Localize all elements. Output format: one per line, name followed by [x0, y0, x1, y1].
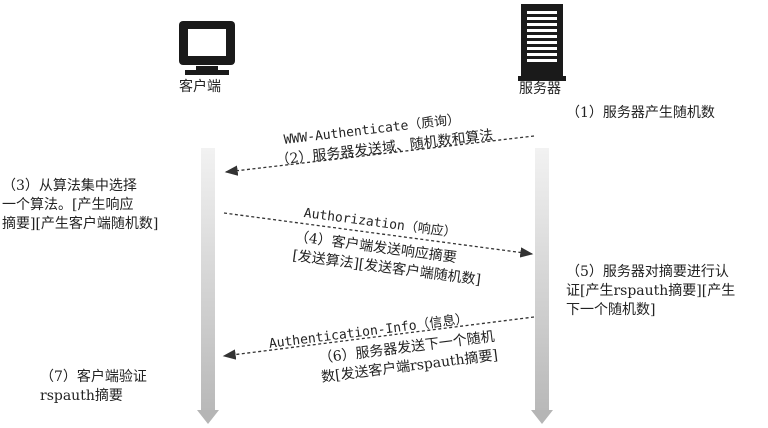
- server-icon: [518, 4, 566, 81]
- step-7-text: （7）客户端验证 rspauth摘要: [40, 369, 147, 405]
- step-5-line: 下一个随机数]: [566, 302, 656, 318]
- response-arrow: [223, 212, 534, 258]
- step-5-line: （5）服务器对摘要进行认: [566, 264, 729, 280]
- step-3-line: 摘要][产生客户端随机数]: [2, 216, 159, 232]
- client-lifeline: [197, 148, 219, 424]
- step-1-text: （1）服务器产生随机数: [566, 105, 715, 121]
- server-lifeline: [531, 148, 553, 424]
- client-label: 客户端: [179, 79, 221, 95]
- step-7-line: rspauth摘要: [40, 388, 123, 404]
- server-label: 服务器: [519, 81, 561, 97]
- step-3-text: （3）从算法集中选择 一个算法。[产生响应 摘要][产生客户端随机数]: [2, 178, 158, 233]
- challenge-arrow: [224, 135, 535, 176]
- computer-icon: [179, 21, 235, 75]
- step-7-line: （7）客户端验证: [40, 369, 147, 385]
- step-5-line: 证[产生rspauth摘要][产生: [566, 283, 736, 299]
- step-5-text: （5）服务器对摘要进行认 证[产生rspauth摘要][产生 下一个随机数]: [566, 264, 735, 319]
- info-arrow: [222, 316, 535, 360]
- step-3-line: 一个算法。[产生响应: [2, 197, 134, 213]
- step-3-line: （3）从算法集中选择: [2, 178, 137, 194]
